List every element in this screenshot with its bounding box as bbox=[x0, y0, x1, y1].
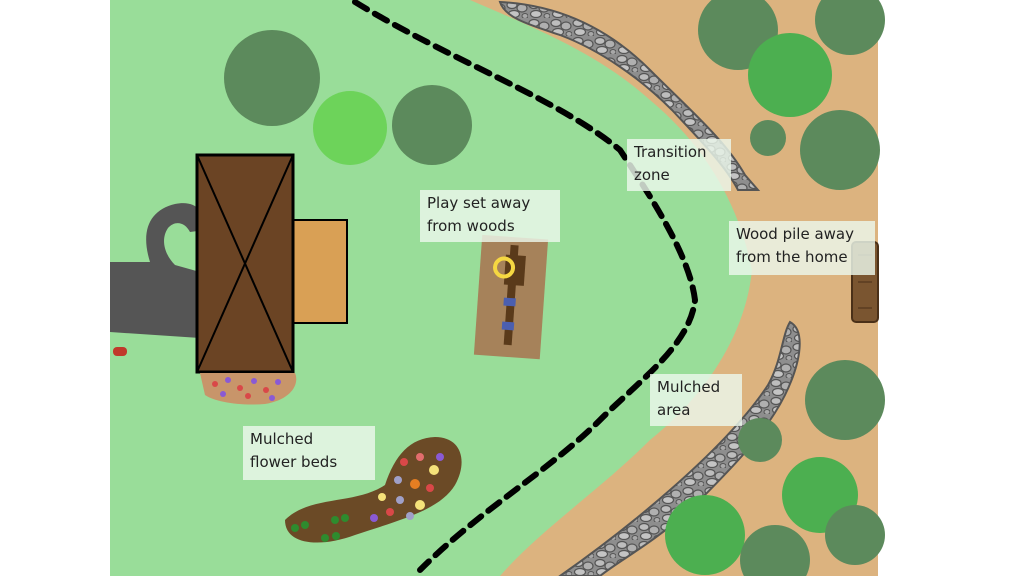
label-flower-beds: Mulched flower beds bbox=[243, 426, 375, 480]
label-play-set: Play set away from woods bbox=[420, 190, 560, 242]
flowers-house bbox=[212, 377, 281, 401]
play-set-slide bbox=[493, 256, 516, 279]
tree bbox=[665, 495, 745, 575]
label-mulched-area: Mulched area bbox=[650, 374, 742, 426]
bush bbox=[313, 91, 387, 165]
tree-cluster-bottom-right bbox=[665, 360, 885, 576]
tree-cluster-top-right bbox=[698, 0, 885, 190]
house bbox=[195, 153, 295, 374]
tree bbox=[738, 418, 782, 462]
garage bbox=[289, 219, 348, 324]
play-set bbox=[473, 234, 549, 360]
stone-wall-bottom bbox=[558, 320, 801, 576]
play-set-swing bbox=[503, 297, 516, 307]
tree bbox=[748, 33, 832, 117]
bush bbox=[392, 85, 472, 165]
tree bbox=[750, 120, 786, 156]
red-marker bbox=[113, 347, 127, 356]
tree bbox=[800, 110, 880, 190]
bushes bbox=[224, 30, 472, 165]
label-wood-pile: Wood pile away from the home bbox=[729, 221, 875, 275]
driveway bbox=[110, 203, 205, 338]
boundary-dashed-line bbox=[352, 0, 699, 573]
flower-bed-mulch bbox=[285, 437, 462, 543]
tree bbox=[825, 505, 885, 565]
tree bbox=[805, 360, 885, 440]
flowers-mulch bbox=[291, 453, 444, 542]
play-set-swing bbox=[501, 321, 515, 331]
bush bbox=[224, 30, 320, 126]
label-transition-zone: Transition zone bbox=[627, 139, 731, 191]
tree bbox=[815, 0, 885, 55]
tree bbox=[740, 525, 810, 576]
